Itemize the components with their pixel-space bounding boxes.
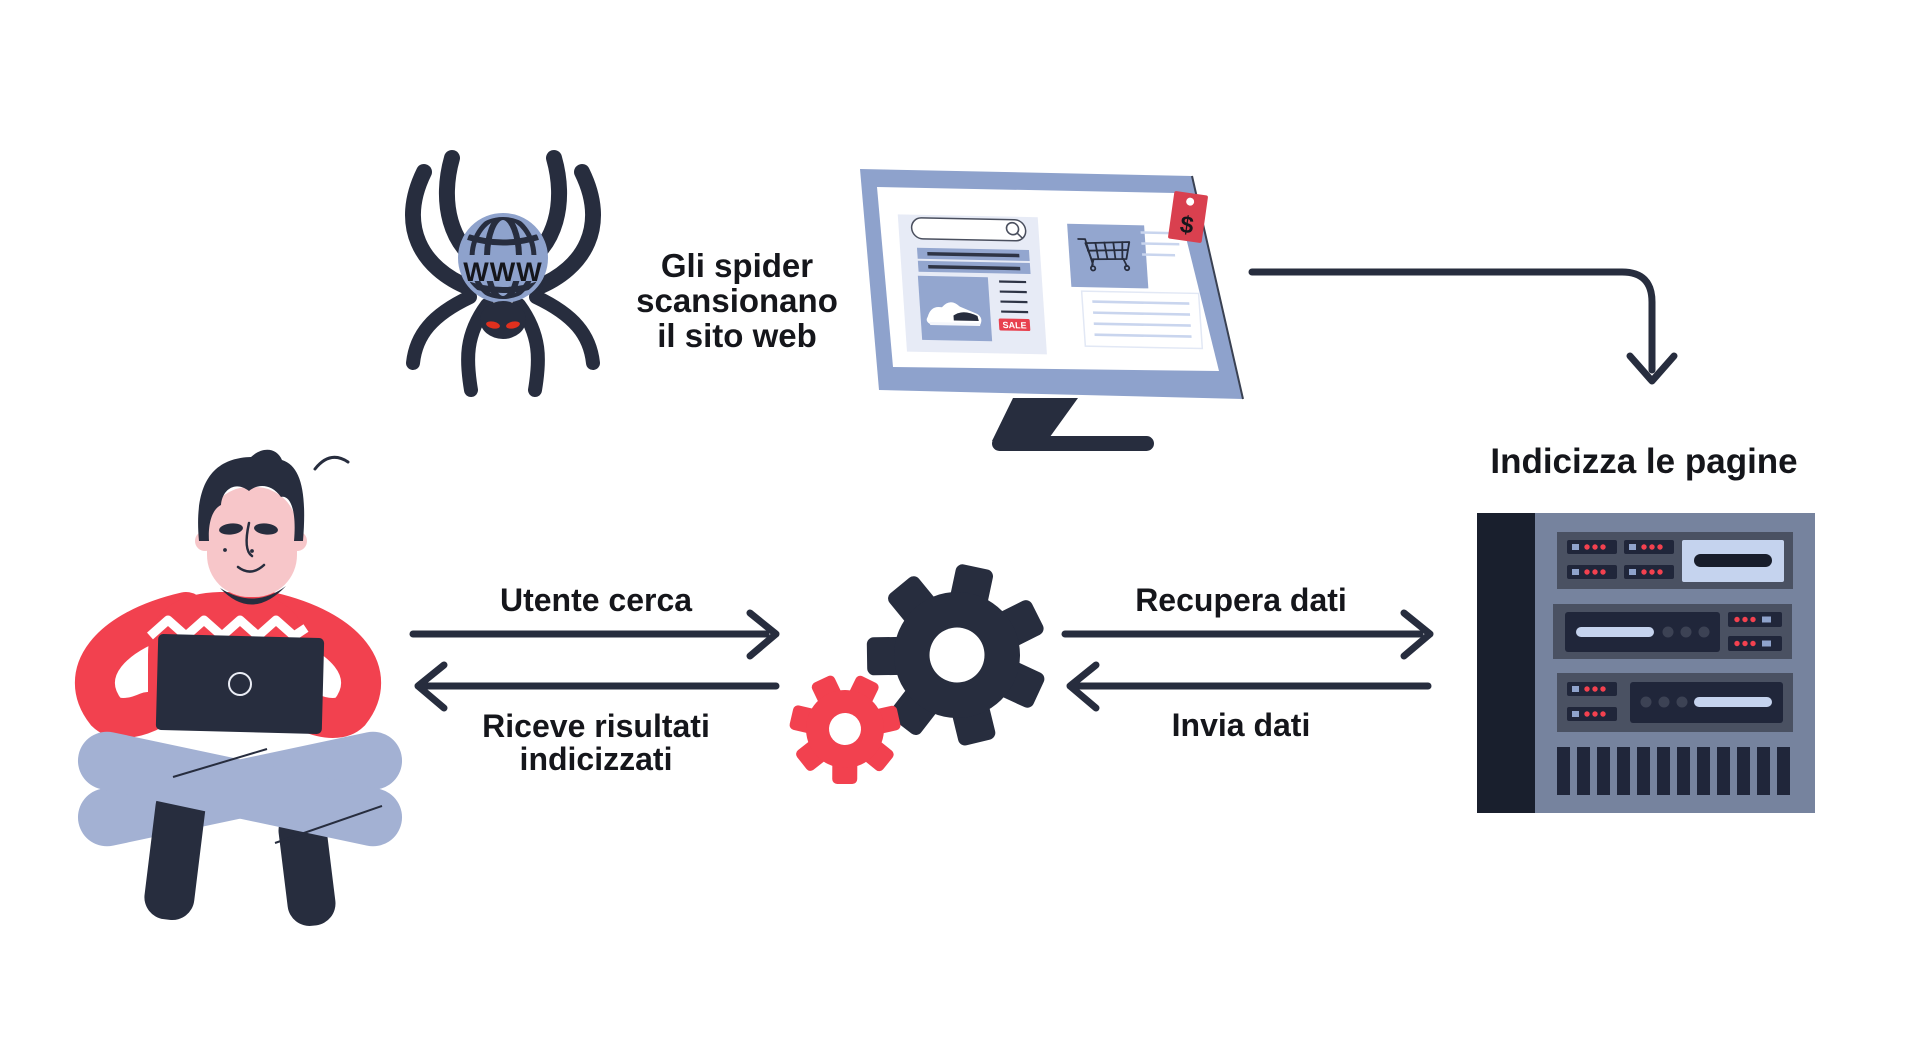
cart-card xyxy=(1067,223,1149,289)
gears-icon xyxy=(789,564,1045,785)
price-tag-icon: $ xyxy=(1168,191,1208,243)
hair xyxy=(198,449,305,541)
person-head xyxy=(195,449,350,597)
flow-receive-results: Riceve risultati indicizzati xyxy=(414,661,780,777)
person-icon xyxy=(75,449,403,926)
connector-arrow-crawl-to-index xyxy=(1248,268,1678,385)
search-icon xyxy=(1005,221,1023,239)
vent-grill xyxy=(1557,747,1790,795)
arrow-user-search xyxy=(409,609,780,660)
hair-curl xyxy=(313,455,350,471)
search-bar xyxy=(910,217,1027,242)
product-text-lines xyxy=(999,280,1029,314)
spider-icon: WWW xyxy=(405,150,601,397)
server-unit-2 xyxy=(1553,604,1792,659)
server-rack-icon xyxy=(1477,513,1815,813)
flow-send-data: Invia dati xyxy=(1066,661,1432,743)
flow-retrieve-data: Recupera dati xyxy=(1061,582,1434,660)
arrow-retrieve-data xyxy=(1061,609,1434,660)
display-panel xyxy=(1630,682,1783,723)
spider-caption-line2: scansionano xyxy=(636,282,838,319)
person-legs xyxy=(77,731,403,926)
server-unit-3 xyxy=(1557,673,1793,732)
led-panel xyxy=(1567,540,1674,579)
face-features xyxy=(219,521,278,573)
drive-slot xyxy=(1682,540,1784,582)
monitor-icon: SALE xyxy=(860,169,1244,451)
receive-results-label-line1: Riceve risultati xyxy=(482,708,710,744)
server-unit-1 xyxy=(1557,532,1793,589)
send-data-label: Invia dati xyxy=(1172,707,1311,743)
gear-large-icon xyxy=(866,564,1045,746)
sweater-zigzag xyxy=(147,615,309,641)
led-panel xyxy=(1567,682,1617,721)
webpage-content: SALE xyxy=(897,214,1204,355)
content-box xyxy=(1080,290,1204,350)
cart-side-lines xyxy=(1140,231,1180,257)
product-card xyxy=(917,275,993,342)
monitor-stand xyxy=(992,398,1154,451)
flow-user-search: Utente cerca xyxy=(409,582,780,660)
dollar-text: $ xyxy=(1178,211,1196,240)
retrieve-data-label: Recupera dati xyxy=(1135,582,1347,618)
arrow-send-data xyxy=(1066,661,1432,712)
arrow-receive-results xyxy=(414,661,780,712)
user-search-label: Utente cerca xyxy=(500,582,692,618)
sneaker-icon xyxy=(926,302,982,327)
spider-eyes xyxy=(486,321,520,329)
gear-small-icon xyxy=(789,675,901,785)
spider-caption-line3: il sito web xyxy=(657,317,817,354)
spider-caption: Gli spider scansionano il sito web xyxy=(636,247,838,354)
led-panel xyxy=(1728,612,1782,651)
spider-caption-line1: Gli spider xyxy=(661,247,813,284)
sale-badge: SALE xyxy=(998,318,1031,332)
index-pages-label: Indicizza le pagine xyxy=(1490,442,1797,481)
laptop-icon xyxy=(155,633,325,735)
text-block-bars xyxy=(916,247,1031,275)
cart-icon xyxy=(1077,238,1131,272)
display-panel xyxy=(1565,612,1720,652)
www-text: WWW xyxy=(463,257,542,287)
receive-results-label-line2: indicizzati xyxy=(520,741,673,777)
www-globe-icon: WWW xyxy=(458,213,548,303)
sale-text: SALE xyxy=(1002,320,1027,330)
